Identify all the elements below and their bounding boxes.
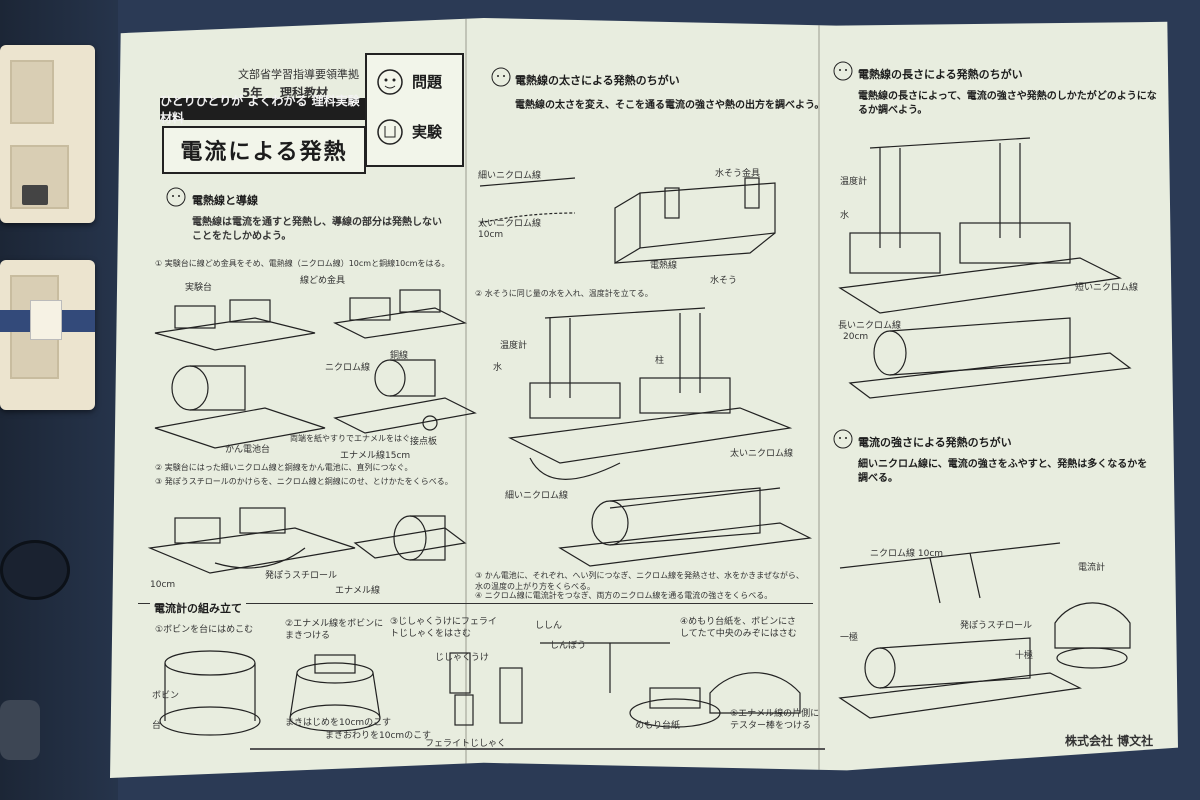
banner: ひとりひとりが よくわかる 理科実験材料 (160, 94, 370, 125)
label-shishin: ししん (535, 621, 563, 631)
face-icon (833, 429, 853, 449)
footer-line (250, 748, 825, 750)
label-nichrome-10cm: ニクロム線 10cm (870, 549, 944, 559)
publisher: 株式会社 博文社 (1065, 734, 1154, 748)
label-hosoi-2: 細いニクロム線 (505, 491, 569, 501)
face-icon (491, 67, 511, 87)
label-20cm: 20cm (843, 332, 869, 342)
ministry-text: 文部省学習指導要領準拠 (238, 68, 359, 81)
section1-step2: ② 実験台にはった細いニクロム線と銅線をかん電池に、直列につなぐ。 (155, 463, 413, 472)
section3-problem: 電熱線の長さによって、電流の強さや発熱のしかたがどのようになるか調べよう。 (858, 91, 1157, 116)
section1-problem: 電熱線は電流を通すと発熱し、導線の部分は発熱しないことをたしかめよう。 (192, 217, 442, 242)
section1-step3: ③ 発ぽうスチロールのかけらを、ニクロム線と銅線にのせ、とけかたをくらべる。 (155, 477, 453, 486)
grade-text: 5年 (242, 86, 263, 100)
section2-step3: ③ かん電池に、それぞれ、へい列につなぎ、ニクロム線を発熱させ、水をかきまぜなが… (475, 571, 804, 591)
label-dai: 台 (152, 721, 162, 731)
label-nagai: 長いニクロム線 (838, 321, 902, 331)
label-dennetsusen: 電熱線 (650, 261, 678, 271)
section1-step1: ① 実験台に線どめ金具をそめ、電熱線（ニクロム線）10cmと銅線10cmをはる。 (155, 259, 450, 268)
label-bobin: ボビン (152, 691, 180, 701)
label-enamel: エナメル線 (335, 586, 381, 596)
label-ondokei-3: 温度計 (840, 177, 868, 187)
label-ondokei: 温度計 (500, 341, 528, 351)
label-suisou-kanagu: 水そう金具 (715, 169, 761, 179)
label-mijikai: 短いニクロム線 (1075, 283, 1139, 293)
section2-step4: ④ ニクロム線に電流計をつなぎ、両方のニクロム線を通る電流の強さをくらべる。 (475, 591, 773, 600)
label-jishakuuke: じしゃくうけ (435, 653, 489, 663)
label-minus: 一極 (840, 633, 859, 643)
label-kamiyasuri: 両端を紙やすりでエナメルをはぐ (290, 434, 410, 443)
label-memori: めもり台紙 (635, 721, 681, 731)
face-icon (833, 61, 853, 81)
label-mizu: 水 (493, 363, 503, 373)
meter-step1: ①ボビンを台にはめこむ (155, 625, 254, 635)
section2-heading: 電熱線の太さによる発熱のちがい (515, 74, 680, 87)
section4-problem: 細いニクロム線に、電流の強さをふやすと、発熱は多くなるかを調べる。 (858, 459, 1148, 484)
label-hosoi: 細いニクロム線 (478, 171, 542, 181)
coil-shadow (0, 540, 70, 600)
section3-heading: 電熱線の長さによる発熱のちがい (858, 68, 1023, 81)
label-10cm: 10cm (150, 580, 176, 590)
plastic-tray-top (0, 45, 95, 223)
apparatus-drawing-2 (147, 507, 467, 574)
instruction-sheet: 文部省学習指導要領準拠 5年 理科教材 ひとりひとりが よくわかる 理科実験材料… (110, 18, 1178, 778)
subject-text: 理科教材 (280, 86, 329, 100)
label-hashira: 柱 (655, 356, 665, 366)
jikken-label: 実験 (412, 123, 443, 141)
meter-step4: ④めもり台紙を、ボビンにさしてたて中央のみぞにはさむ (680, 617, 797, 639)
section1-heading: 電熱線と導線 (192, 194, 258, 207)
fold-line-2 (818, 18, 820, 778)
apparatus-drawing-6 (838, 542, 1131, 719)
label-10cm-2: 10cm (478, 230, 504, 240)
meter-assembly-panel (138, 603, 813, 734)
apparatus-drawing-3 (479, 177, 776, 265)
beaker-icon (377, 119, 403, 145)
section2-step2: ② 水そうに同じ量の水を入れ、温度計を立てる。 (475, 289, 653, 298)
label-makihajime: まきはじめを10cmのこす (285, 718, 391, 728)
fold-line-1 (465, 18, 467, 778)
apparatus-drawing-5 (838, 137, 1132, 399)
label-kandenchidai: かん電池台 (225, 445, 271, 455)
meter-step3: ③じしゃくうけにフェライトじしゃくをはさむ (390, 617, 497, 639)
label-plus: 十極 (1015, 651, 1034, 661)
label-mizu-3: 水 (840, 211, 850, 221)
apparatus-drawing-1 (154, 289, 477, 449)
label-enamel15: エナメル線15cm (340, 451, 411, 461)
mondai-label: 問題 (412, 73, 443, 91)
page-title: 電流による発熱 (162, 126, 366, 174)
meter-step5: ⑤エナメル線の片側にテスター棒をつける (730, 709, 820, 731)
label-sendome: 線どめ金具 (300, 276, 346, 286)
strap-clip (30, 300, 62, 340)
label-futoi: 太いニクロム線 (478, 219, 542, 229)
tool-handle (0, 700, 40, 760)
face-icon (166, 187, 186, 207)
label-suisou: 水そう (710, 276, 738, 286)
section4-heading: 電流の強さによる発熱のちがい (858, 436, 1012, 449)
label-makiowari: まきおわりを10cmのこす (325, 731, 431, 741)
meter-heading: 電流計の組み立て (150, 600, 246, 616)
label-futoi-2: 太いニクロム線 (730, 449, 794, 459)
label-jikkendai: 実験台 (185, 283, 213, 293)
meter-drawings (159, 642, 801, 736)
label-nichrome: ニクロム線 (325, 363, 371, 373)
label-shinbou: しんぼう (550, 641, 587, 651)
label-dousen: 銅線 (390, 351, 409, 361)
problem-experiment-box: 問題 実験 (365, 53, 464, 167)
label-setten: 接点板 (410, 437, 438, 447)
meter-step2: ②エナメル線をボビンにまきつける (285, 619, 384, 641)
label-happou-4: 発ぽうスチロール (960, 621, 1033, 631)
label-denryukei: 電流計 (1078, 563, 1106, 573)
label-ferrite: フェライトじしゃく (425, 739, 507, 749)
apparatus-drawing-4 (507, 307, 813, 567)
label-happou: 発ぽうスチロール (265, 571, 338, 581)
section2-problem: 電熱線の太さを変え、そこを通る電流の強さや熱の出方を調べよう。 (515, 100, 825, 111)
face-icon (377, 69, 403, 95)
